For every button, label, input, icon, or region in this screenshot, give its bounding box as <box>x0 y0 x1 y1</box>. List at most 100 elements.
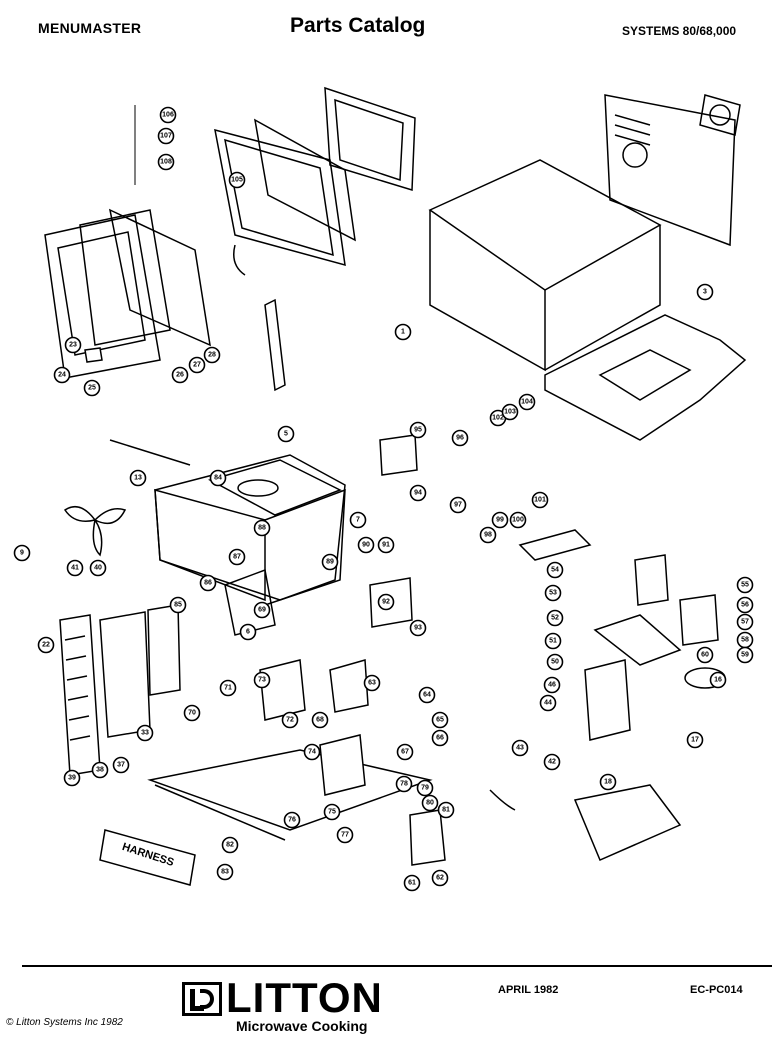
callout-bubble <box>518 393 536 411</box>
callout-number: 78 <box>400 781 408 788</box>
callout-bubble <box>136 724 154 742</box>
callout-number: 62 <box>436 875 444 882</box>
callout-number: 58 <box>741 637 749 644</box>
control-panel <box>59 604 181 776</box>
callout-number: 98 <box>484 532 492 539</box>
callout-number: 61 <box>408 880 416 887</box>
callout-number: 86 <box>204 580 212 587</box>
callout-number: 7 <box>356 517 360 524</box>
callout-number: 64 <box>423 692 431 699</box>
callout-bubble <box>431 869 449 887</box>
callout-number: 57 <box>741 619 749 626</box>
callout-bubble <box>157 127 175 145</box>
callout-number: 51 <box>549 638 557 645</box>
callout-bubble <box>209 469 227 487</box>
callout-bubble <box>336 826 354 844</box>
callout-bubble <box>311 711 329 729</box>
callout-number: 25 <box>88 385 96 392</box>
callout-bubble <box>216 863 234 881</box>
callout-bubble <box>63 769 81 787</box>
electrical-components <box>99 434 446 886</box>
callout-bubble <box>394 323 412 341</box>
callout-number: 65 <box>436 717 444 724</box>
callout-bubble <box>321 553 339 571</box>
callout-bubble <box>421 794 439 812</box>
callout-bubble <box>277 425 295 443</box>
callout-bubble <box>686 731 704 749</box>
callout-number: 3 <box>703 289 707 296</box>
callout-number: 97 <box>454 502 462 509</box>
callout-bubble <box>449 496 467 514</box>
callout-number: 79 <box>421 785 429 792</box>
callout-number: 13 <box>134 475 142 482</box>
callout-number: 77 <box>341 832 349 839</box>
callout-number: 38 <box>96 767 104 774</box>
callout-number: 87 <box>233 554 241 561</box>
base-pan <box>544 314 747 441</box>
callout-number: 108 <box>160 159 172 166</box>
callout-bubble <box>159 106 177 124</box>
callout-bubble <box>418 686 436 704</box>
callout-bubble <box>736 596 754 614</box>
callout-bubble <box>171 366 189 384</box>
callout-bubble <box>283 811 301 829</box>
callout-bubble <box>83 379 101 397</box>
systems-label: SYSTEMS 80/68,000 <box>622 24 737 38</box>
callout-number: 17 <box>691 737 699 744</box>
callout-bubble <box>409 619 427 637</box>
callout-number: 82 <box>226 842 234 849</box>
callout-bubble <box>491 511 509 529</box>
callout-bubble <box>188 356 206 374</box>
callout-bubble <box>323 803 341 821</box>
callout-number: 99 <box>496 517 504 524</box>
callout-number: 76 <box>288 817 296 824</box>
callout-bubble <box>546 609 564 627</box>
right-side-parts <box>489 529 726 861</box>
callout-number: 81 <box>442 807 450 814</box>
callout-bubble <box>228 548 246 566</box>
callout-bubble <box>403 874 421 892</box>
callout-bubble <box>377 536 395 554</box>
callout-bubble <box>599 773 617 791</box>
callout-bubble <box>509 511 527 529</box>
callout-bubble <box>363 674 381 692</box>
callout-number: 39 <box>68 775 76 782</box>
callout-bubble <box>13 544 31 562</box>
callout-bubble <box>349 511 367 529</box>
callout-bubble <box>437 801 455 819</box>
catalog-date: APRIL 1982 <box>498 984 559 996</box>
company-subtitle: Microwave Cooking <box>236 1018 368 1034</box>
callout-number: 70 <box>188 710 196 717</box>
callout-number: 71 <box>224 685 232 692</box>
callout-bubble <box>253 671 271 689</box>
callout-bubble <box>511 739 529 757</box>
callout-number: 92 <box>382 599 390 606</box>
callout-number: 33 <box>141 730 149 737</box>
callout-number: 69 <box>258 607 266 614</box>
callout-bubble <box>431 711 449 729</box>
callout-number: 73 <box>258 677 266 684</box>
callout-number: 96 <box>456 435 464 442</box>
callout-number: 26 <box>176 372 184 379</box>
callout-bubble <box>539 694 557 712</box>
callout-bubble <box>253 601 271 619</box>
callout-number: 84 <box>214 475 222 482</box>
callout-number: 85 <box>174 602 182 609</box>
callout-bubble <box>66 559 84 577</box>
callout-bubble <box>546 561 564 579</box>
callout-bubble <box>228 171 246 189</box>
callout-number: 83 <box>221 869 229 876</box>
callout-number: 1 <box>401 329 405 336</box>
callout-number: 41 <box>71 565 79 572</box>
callout-number: 54 <box>551 567 559 574</box>
callout-bubble <box>709 671 727 689</box>
callout-number: 66 <box>436 735 444 742</box>
oven-cavity <box>154 454 346 636</box>
callout-bubble <box>89 559 107 577</box>
callout-bubble <box>37 636 55 654</box>
callout-number: 74 <box>308 749 316 756</box>
callout-number: 90 <box>362 542 370 549</box>
callout-bubble <box>221 836 239 854</box>
callout-bubble <box>696 646 714 664</box>
callout-number: 60 <box>701 652 709 659</box>
